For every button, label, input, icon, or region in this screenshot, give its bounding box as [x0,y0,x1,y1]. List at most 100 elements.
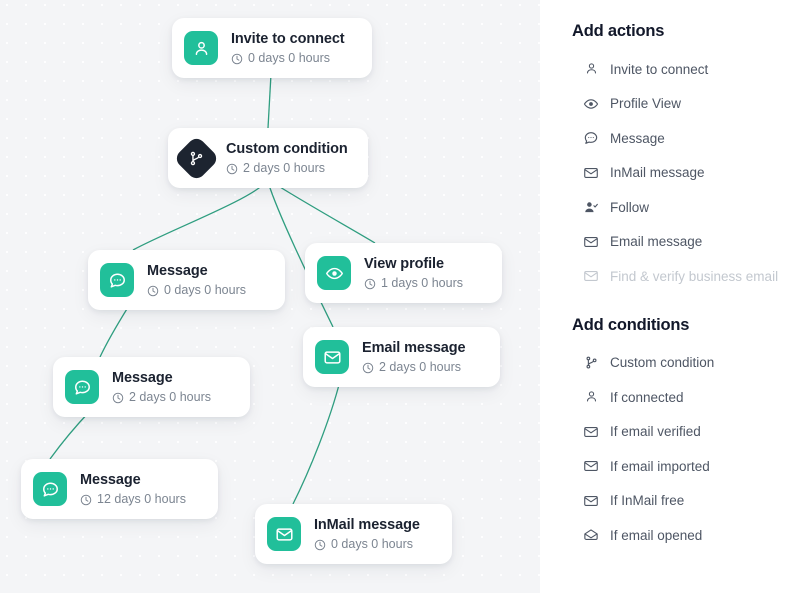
flow-node-duration-text: 1 days 0 hours [381,276,463,290]
flow-node-duration: 0 days 0 hours [314,537,420,552]
sidebar-panel: Add actions Invite to connect Profile Vi… [540,0,785,593]
eye-icon [583,96,599,112]
flow-node-email-message[interactable]: Email message 2 days 0 hours [303,327,500,387]
clock-icon [231,53,243,65]
envelope-open-icon [583,527,599,543]
flow-node-title: Message [147,263,208,279]
flow-node-duration: 0 days 0 hours [231,51,345,66]
condition-item-label: If InMail free [610,493,685,509]
flow-node-invite-to-connect[interactable]: Invite to connect 0 days 0 hours [172,18,372,78]
action-item-label: Invite to connect [610,61,709,77]
flow-node-message-2[interactable]: Message 2 days 0 hours [53,357,250,417]
flow-node-text: Message 2 days 0 hours [112,369,211,405]
flow-canvas[interactable]: Invite to connect 0 days 0 hours Custom … [0,0,540,593]
envelope-icon [315,340,349,374]
flow-node-duration-text: 2 days 0 hours [129,390,211,404]
action-item-label: Find & verify business email [610,268,779,284]
flow-node-duration: 1 days 0 hours [364,276,463,291]
condition-item-if-email-imported[interactable]: If email imported [572,449,778,484]
flow-node-view-profile[interactable]: View profile 1 days 0 hours [305,243,502,303]
flow-node-duration-text: 0 days 0 hours [331,537,413,551]
action-item-message[interactable]: Message [572,121,778,156]
flow-node-inmail-message[interactable]: InMail message 0 days 0 hours [255,504,452,564]
flow-node-duration: 2 days 0 hours [112,390,211,405]
eye-icon [317,256,351,290]
flow-node-title: Email message [362,340,466,356]
add-actions-heading: Add actions [572,22,665,40]
flow-node-title: Invite to connect [231,31,345,47]
clock-icon [147,285,159,297]
flow-node-duration-text: 0 days 0 hours [164,283,246,297]
condition-item-label: If email imported [610,458,710,474]
condition-item-if-inmail-free[interactable]: If InMail free [572,484,778,519]
clock-icon [362,362,374,374]
flow-node-duration-text: 12 days 0 hours [97,492,186,506]
flow-node-title: View profile [364,256,444,272]
flow-node-title: InMail message [314,517,420,533]
action-item-follow[interactable]: Follow [572,190,778,225]
action-item-label: Message [610,130,665,146]
flow-node-duration-text: 0 days 0 hours [248,51,330,65]
person-icon [184,31,218,65]
envelope-icon [583,234,599,250]
action-item-label: Profile View [610,96,682,112]
condition-item-label: If email opened [610,527,703,543]
chat-bubble-icon [65,370,99,404]
flow-node-message-3[interactable]: Message 12 days 0 hours [21,459,218,519]
flow-node-text: View profile 1 days 0 hours [364,255,463,291]
flow-node-duration: 0 days 0 hours [147,283,246,298]
action-item-label: Email message [610,234,703,250]
condition-item-if-email-verified[interactable]: If email verified [572,415,778,450]
person-icon [583,61,599,77]
flow-node-text: Message 0 days 0 hours [147,262,246,298]
flow-node-duration-text: 2 days 0 hours [379,360,461,374]
envelope-icon [267,517,301,551]
person-icon [583,389,599,405]
flow-node-text: Message 12 days 0 hours [80,471,186,507]
condition-item-label: Custom condition [610,355,715,371]
condition-item-if-connected[interactable]: If connected [572,380,778,415]
add-actions-list: Invite to connect Profile View Message I… [572,52,778,294]
action-item-invite-to-connect[interactable]: Invite to connect [572,52,778,87]
person-check-icon [583,199,599,215]
envelope-icon [583,424,599,440]
flow-node-message-1[interactable]: Message 0 days 0 hours [88,250,285,310]
action-item-inmail-message[interactable]: InMail message [572,156,778,191]
chat-bubble-icon [33,472,67,506]
envelope-icon [583,493,599,509]
clock-icon [364,278,376,290]
action-item-find-verify-business-email: Find & verify business email [572,259,778,294]
flow-node-duration: 12 days 0 hours [80,492,186,507]
chat-bubble-icon [100,263,134,297]
condition-item-label: If email verified [610,424,701,440]
condition-item-if-email-opened[interactable]: If email opened [572,518,778,553]
flow-node-text: Custom condition 2 days 0 hours [226,140,348,176]
flow-node-text: InMail message 0 days 0 hours [314,516,420,552]
clock-icon [226,163,238,175]
branch-icon [173,134,220,182]
flow-node-duration-text: 2 days 0 hours [243,161,325,175]
clock-icon [314,539,326,551]
action-item-label: Follow [610,199,650,215]
envelope-icon [583,268,599,284]
flow-node-title: Message [112,370,173,386]
add-conditions-list: Custom condition If connected If email v… [572,346,778,553]
flow-node-text: Email message 2 days 0 hours [362,339,466,375]
flow-node-custom-condition[interactable]: Custom condition 2 days 0 hours [168,128,368,188]
clock-icon [80,494,92,506]
flow-node-title: Custom condition [226,141,348,157]
action-item-profile-view[interactable]: Profile View [572,87,778,122]
condition-item-label: If connected [610,389,684,405]
add-conditions-heading: Add conditions [572,315,690,334]
action-item-label: InMail message [610,165,705,181]
chat-bubble-icon [583,130,599,146]
flow-node-duration: 2 days 0 hours [362,360,466,375]
condition-item-custom-condition[interactable]: Custom condition [572,346,778,381]
flow-node-text: Invite to connect 0 days 0 hours [231,30,345,66]
envelope-icon [583,165,599,181]
action-item-email-message[interactable]: Email message [572,225,778,260]
envelope-icon [583,458,599,474]
branch-icon [583,355,599,371]
flow-node-title: Message [80,472,141,488]
